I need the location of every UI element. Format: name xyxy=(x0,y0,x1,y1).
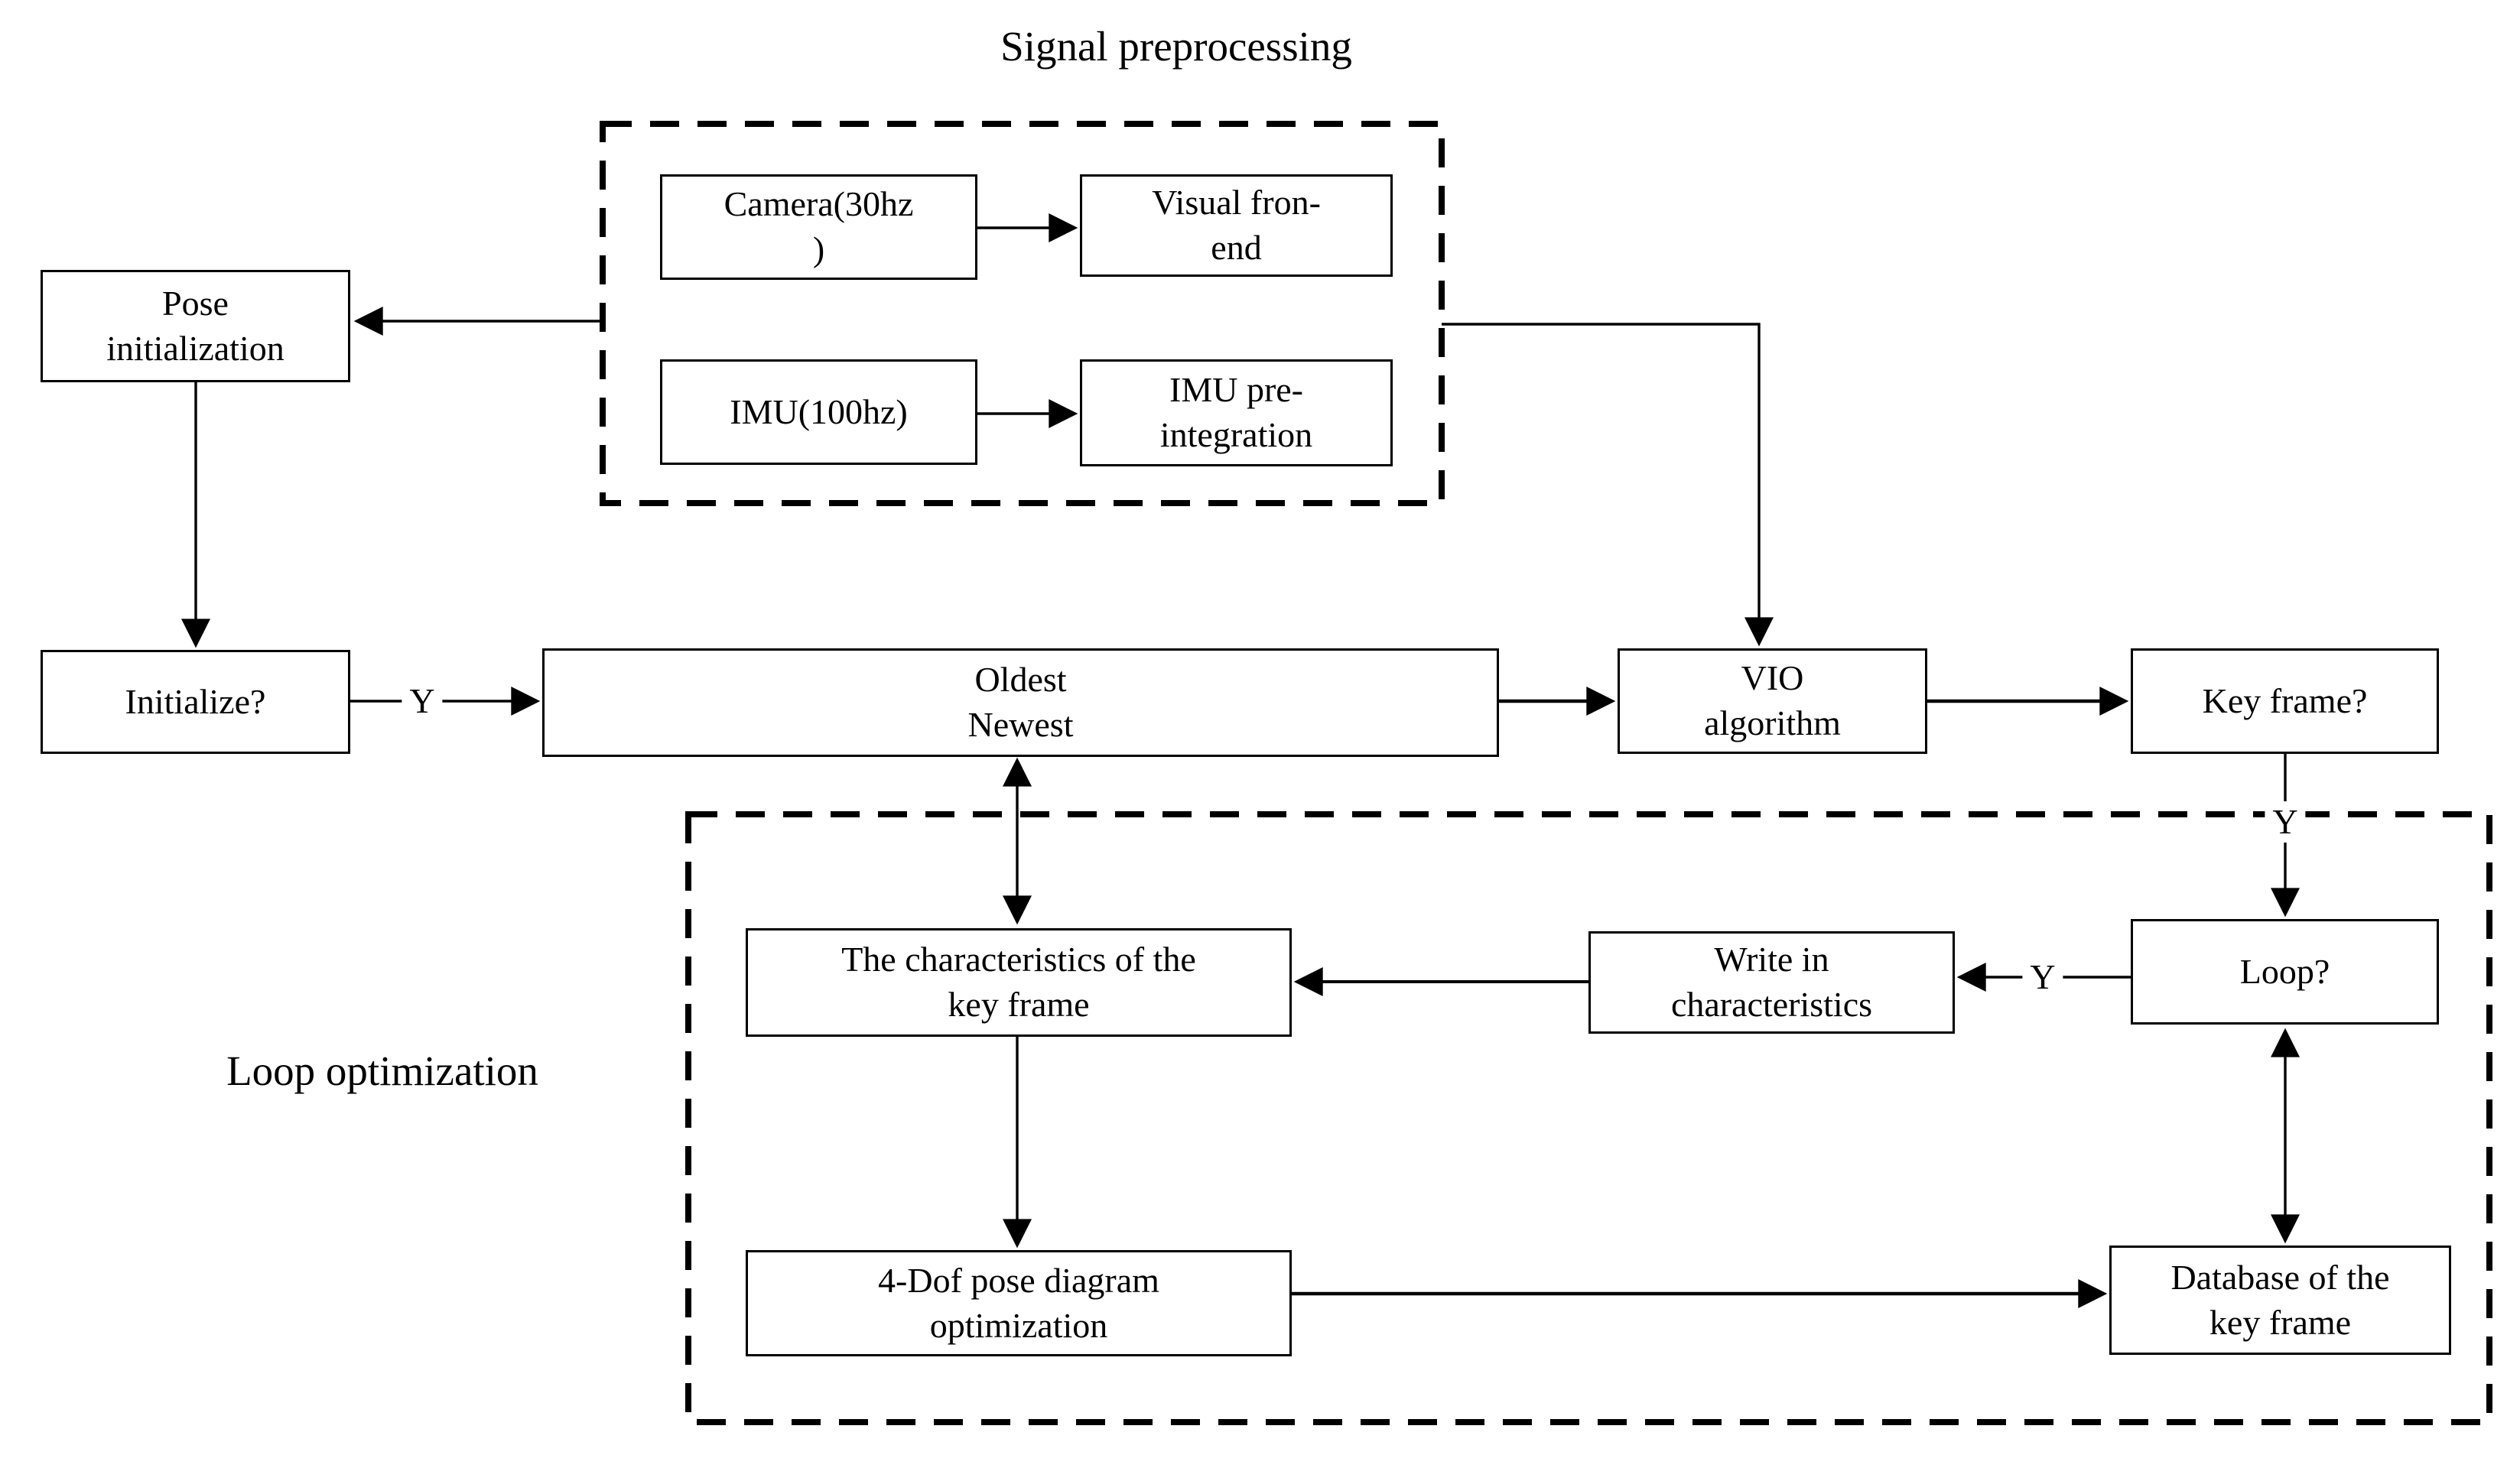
node-write-in-characteristics: Write in characteristics xyxy=(1588,931,1955,1034)
edge-label-keyframe-yes: Y xyxy=(2265,801,2306,843)
loop-optimization-frame xyxy=(685,811,2492,1425)
node-vio-algorithm: VIO algorithm xyxy=(1618,648,1927,754)
node-pose-initialization: Pose initialization xyxy=(41,270,350,382)
node-buffer-oldest-newest: Oldest Newest xyxy=(542,648,1499,757)
node-imu-preintegration: IMU pre- integration xyxy=(1080,359,1393,466)
node-4dof-pose-graph-optimization: 4-Dof pose diagram optimization xyxy=(746,1250,1292,1356)
loop-optimization-label: Loop optimization xyxy=(226,1047,538,1094)
node-camera: Camera(30hz ) xyxy=(660,174,977,280)
node-loop-decision: Loop? xyxy=(2131,919,2439,1025)
arrow-signal-to-vio xyxy=(1442,323,1774,647)
signal-preprocessing-frame xyxy=(600,121,1445,506)
node-visual-frontend: Visual fron- end xyxy=(1080,174,1393,277)
node-characteristics-of-key-frame: The characteristics of the key frame xyxy=(746,928,1292,1037)
signal-preprocessing-title: Signal preprocessing xyxy=(1000,23,1352,70)
node-imu: IMU(100hz) xyxy=(660,359,977,465)
node-initialize-decision: Initialize? xyxy=(41,650,350,754)
edge-label-initialize-yes: Y xyxy=(402,680,443,722)
node-key-frame-decision: Key frame? xyxy=(2131,648,2439,754)
edge-label-loop-yes: Y xyxy=(2022,956,2063,998)
node-database-of-key-frame: Database of the key frame xyxy=(2109,1246,2451,1355)
